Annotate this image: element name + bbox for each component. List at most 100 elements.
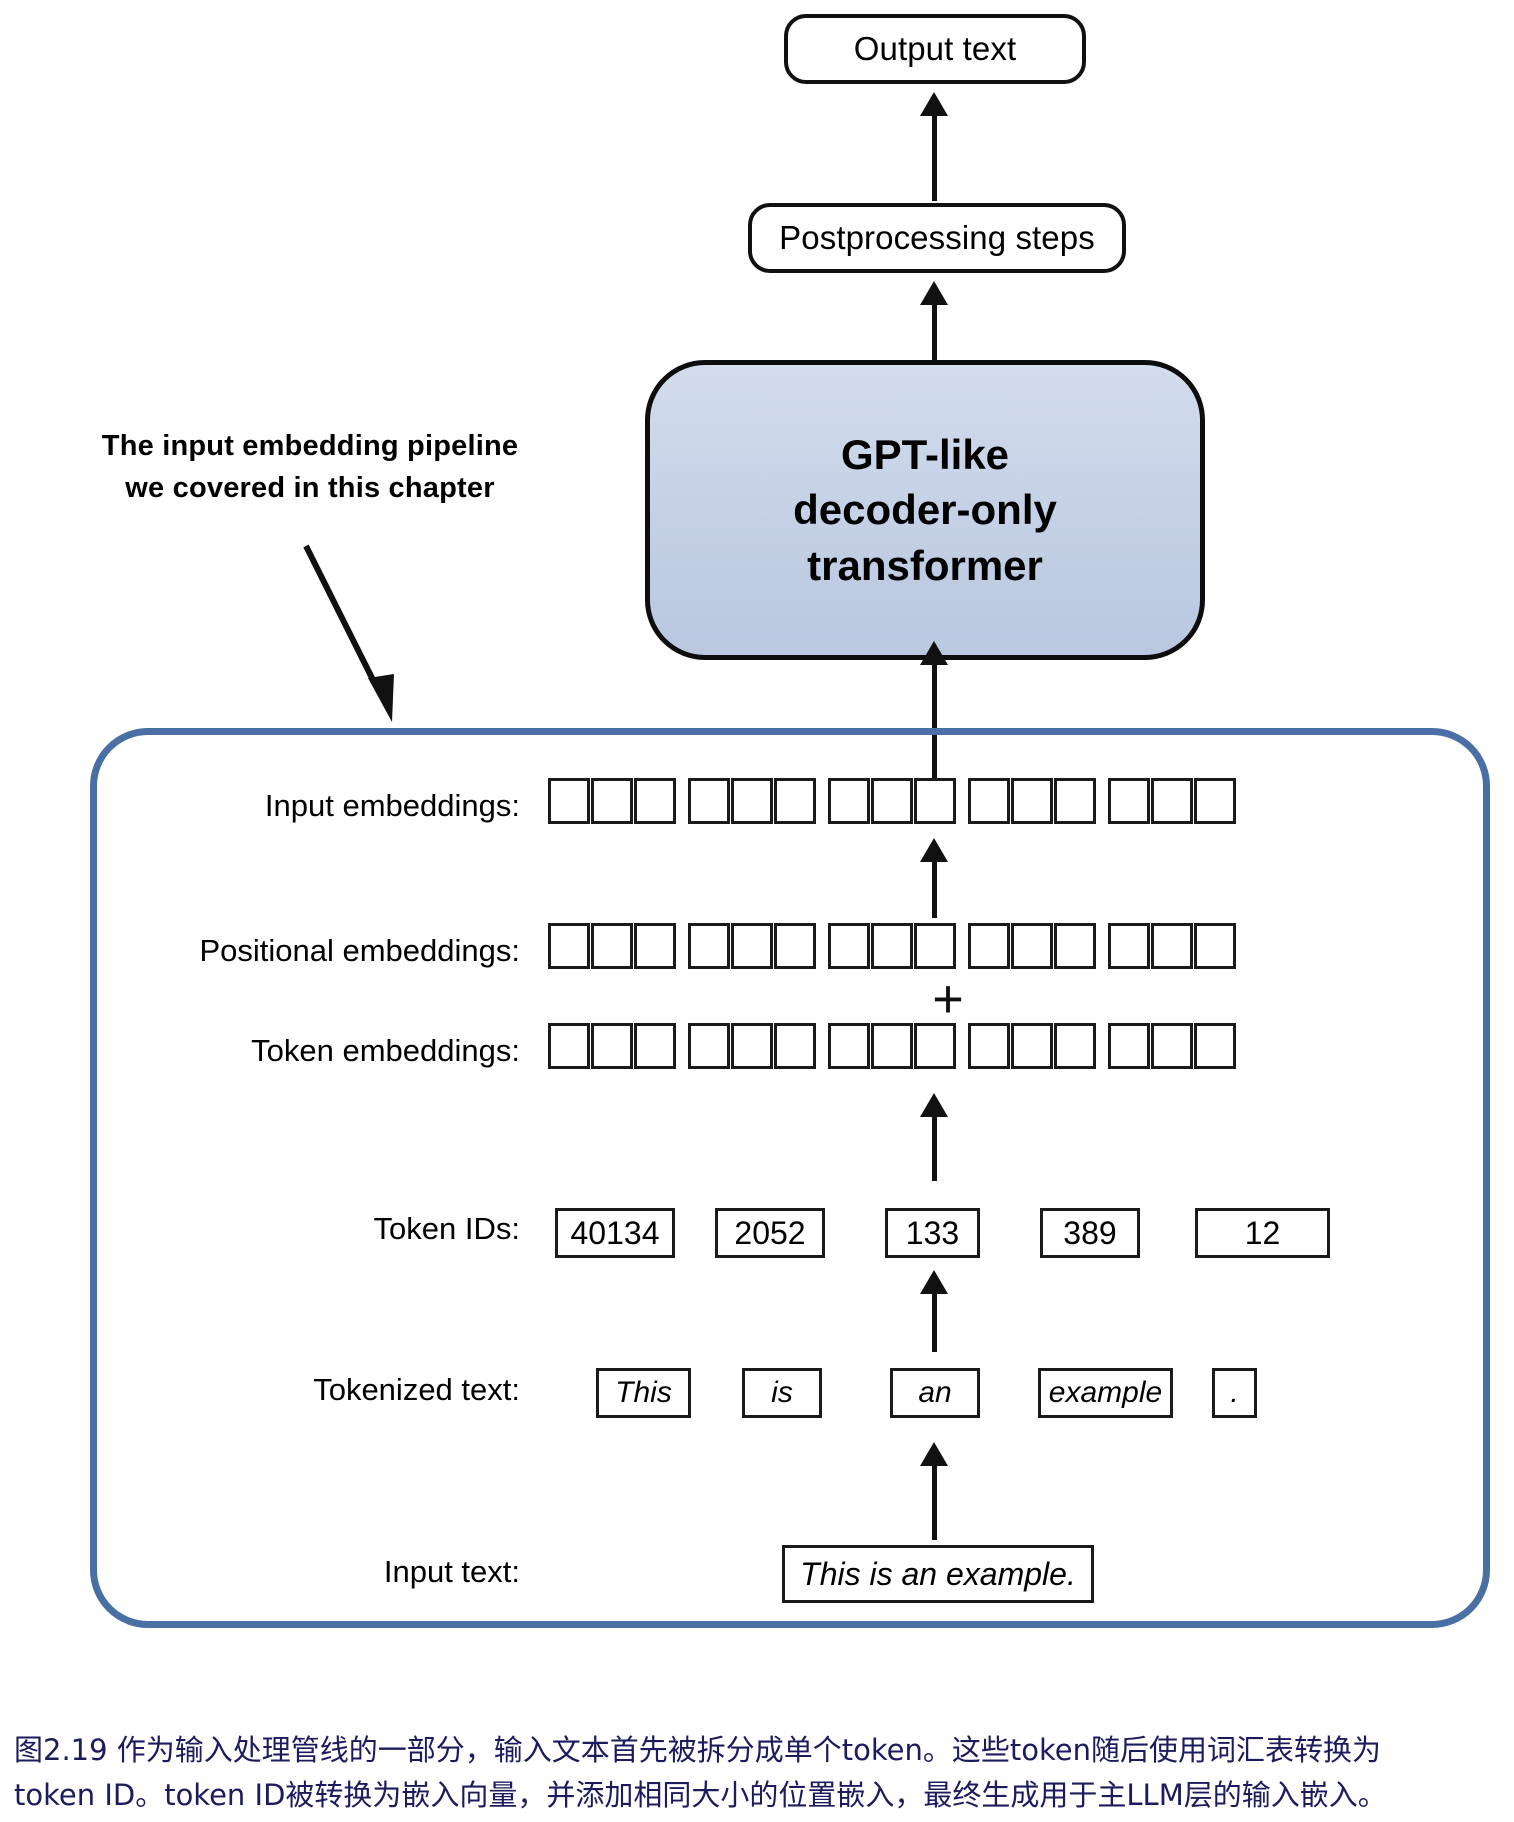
embedding-group (688, 1023, 817, 1069)
embedding-cell (591, 778, 633, 824)
embedding-cell (1108, 1023, 1150, 1069)
embedding-cell (731, 778, 773, 824)
input-embedding-pipeline-container (90, 728, 1490, 1628)
row-label-token-embeddings: Token embeddings: (251, 1033, 520, 1068)
callout-arrow-icon (303, 544, 394, 722)
token-id-value: 389 (1063, 1214, 1117, 1251)
token-value: an (918, 1376, 952, 1409)
row-label-tokenized-text: Tokenized text: (313, 1372, 520, 1407)
embedding-cell (1108, 778, 1150, 824)
embedding-cell (548, 778, 590, 824)
embedding-group (828, 923, 957, 969)
callout-line-1: The input embedding pipeline (101, 430, 519, 462)
embedding-group (548, 778, 677, 824)
callout-annotation: The input embedding pipeline we covered … (95, 425, 525, 509)
embedding-cell (634, 1023, 676, 1069)
embedding-cell (1151, 778, 1193, 824)
embedding-cell (1011, 778, 1053, 824)
token-id-value: 133 (905, 1214, 960, 1251)
token-box: is (742, 1368, 822, 1418)
embedding-cell (968, 778, 1010, 824)
token-box: example (1038, 1368, 1173, 1418)
caption-line-1: 图2.19 作为输入处理管线的一部分，输入文本首先被拆分成单个token。这些t… (14, 1733, 1381, 1767)
token-value: . (1230, 1376, 1239, 1409)
embedding-group (548, 1023, 677, 1069)
token-id-box: 2052 (715, 1208, 825, 1258)
postprocessing-steps-box: Postprocessing steps (748, 203, 1126, 273)
row-label-token-ids: Token IDs: (373, 1211, 520, 1246)
embedding-cell (1054, 1023, 1096, 1069)
token-id-value: 40134 (570, 1214, 660, 1251)
embedding-cell (1194, 778, 1236, 824)
plus-operator: + (932, 969, 964, 1029)
gpt-model-box: GPT-like decoder-only transformer (645, 360, 1205, 660)
embedding-cell (1054, 923, 1096, 969)
embedding-group (1108, 923, 1237, 969)
output-text-label: Output text (853, 30, 1017, 67)
output-text-box: Output text (784, 14, 1086, 84)
arrow-sum-to-input-embeddings-shaft (932, 858, 937, 918)
embedding-group (828, 778, 957, 824)
callout-line-2: we covered in this chapter (125, 472, 495, 505)
embedding-cell (731, 1023, 773, 1069)
embedding-cell (1151, 1023, 1193, 1069)
embedding-group (688, 778, 817, 824)
embedding-cell (914, 923, 956, 969)
arrow-inputtext-to-tokens-head (920, 1442, 948, 1466)
row-label-input-text: Input text: (383, 1554, 520, 1589)
embedding-cell (591, 1023, 633, 1069)
token-box: an (890, 1368, 980, 1418)
arrow-model-to-postprocessing-shaft (932, 302, 937, 390)
embedding-group (968, 778, 1097, 824)
row-label-input-embeddings: Input embeddings: (264, 788, 520, 823)
embedding-cell (914, 1023, 956, 1069)
embedding-cell (1151, 923, 1193, 969)
embedding-cell (1194, 1023, 1236, 1069)
embedding-group (828, 1023, 957, 1069)
gpt-model-label-line3: transformer (807, 541, 1043, 589)
token-value: is (771, 1376, 793, 1409)
embedding-cell (828, 778, 870, 824)
token-id-box: 389 (1040, 1208, 1140, 1258)
embedding-cell (871, 1023, 913, 1069)
embedding-cell (1194, 923, 1236, 969)
arrow-postprocessing-to-output-head (920, 92, 948, 116)
token-box: This (596, 1368, 691, 1418)
embedding-cell (688, 923, 730, 969)
figure-caption: 图2.19 作为输入处理管线的一部分，输入文本首先被拆分成单个token。这些t… (14, 1728, 1504, 1818)
embedding-cell (548, 923, 590, 969)
token-id-box: 133 (885, 1208, 980, 1258)
embedding-cell (591, 923, 633, 969)
token-box: . (1212, 1368, 1257, 1418)
input-text-value: This is an example. (800, 1555, 1076, 1592)
token-value: This (615, 1376, 672, 1409)
embedding-cell (1011, 1023, 1053, 1069)
arrow-tokens-to-tokenids-head (920, 1270, 948, 1294)
token-id-box: 40134 (555, 1208, 675, 1258)
token-id-box: 12 (1195, 1208, 1330, 1258)
arrow-tokens-to-tokenids-shaft (932, 1290, 937, 1352)
arrow-inputtext-to-tokens-shaft (932, 1462, 937, 1540)
embedding-cell (688, 778, 730, 824)
arrow-tokenids-to-embeddings-head (920, 1093, 948, 1117)
arrow-sum-to-input-embeddings-head (920, 838, 948, 862)
token-value: example (1048, 1376, 1163, 1409)
embedding-cell (548, 1023, 590, 1069)
embedding-cell (774, 1023, 816, 1069)
embedding-cell (968, 1023, 1010, 1069)
embedding-group (1108, 1023, 1237, 1069)
token-id-value: 2052 (734, 1214, 806, 1251)
embedding-cell (634, 778, 676, 824)
embedding-cell (828, 1023, 870, 1069)
embedding-group (1108, 778, 1237, 824)
embedding-cell (1054, 778, 1096, 824)
embedding-cell (968, 923, 1010, 969)
embedding-cell (634, 923, 676, 969)
embedding-cell (774, 923, 816, 969)
embedding-group (688, 923, 817, 969)
arrow-tokenids-to-embeddings-shaft (932, 1113, 937, 1181)
gpt-model-label-line1: GPT-like (840, 430, 1010, 478)
token-id-value: 12 (1244, 1214, 1281, 1251)
input-text-box: This is an example. (782, 1545, 1094, 1603)
gpt-model-label-line2: decoder-only (793, 486, 1057, 534)
